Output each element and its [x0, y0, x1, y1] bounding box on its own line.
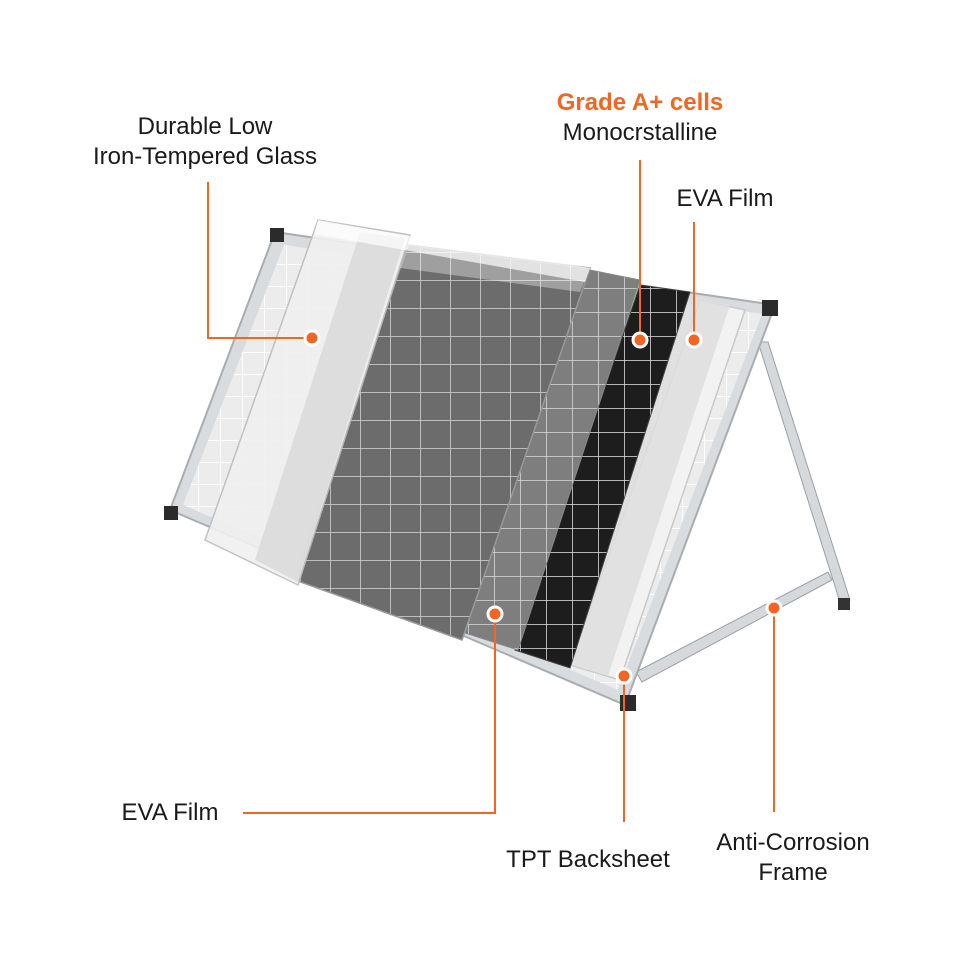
callout-dot-cells [631, 331, 649, 349]
label-frame-line1: Anti-Corrosion [716, 829, 870, 856]
label-eva-film-top: EVA Film [676, 185, 774, 212]
label-cells: Grade A+ cells Monocrstalline [520, 88, 760, 148]
callout-dot-frame [765, 599, 783, 617]
callout-dots [303, 329, 783, 685]
label-frame-line2: Frame [758, 859, 828, 886]
label-glass-line1: Durable Low [137, 113, 273, 140]
label-glass: Durable Low Iron-Tempered Glass [60, 112, 350, 172]
callout-dot-eva-top [685, 331, 703, 349]
label-cells-type: Monocrstalline [562, 119, 718, 146]
layer-tempered-glass [204, 219, 590, 587]
label-glass-line2: Iron-Tempered Glass [92, 143, 318, 170]
label-eva-film-bottom: EVA Film [121, 799, 219, 826]
label-tpt-backsheet: TPT Backsheet [506, 846, 670, 873]
callout-dot-eva-bottom [486, 605, 504, 623]
label-frame: Anti-Corrosion Frame [688, 828, 898, 888]
label-cells-grade: Grade A+ cells [556, 89, 724, 116]
callout-dot-glass [303, 329, 321, 347]
stand-legs [635, 341, 851, 683]
leader-lines [207, 160, 775, 822]
layer-eva-film-back [560, 295, 730, 676]
callout-dot-backsheet [615, 667, 633, 685]
